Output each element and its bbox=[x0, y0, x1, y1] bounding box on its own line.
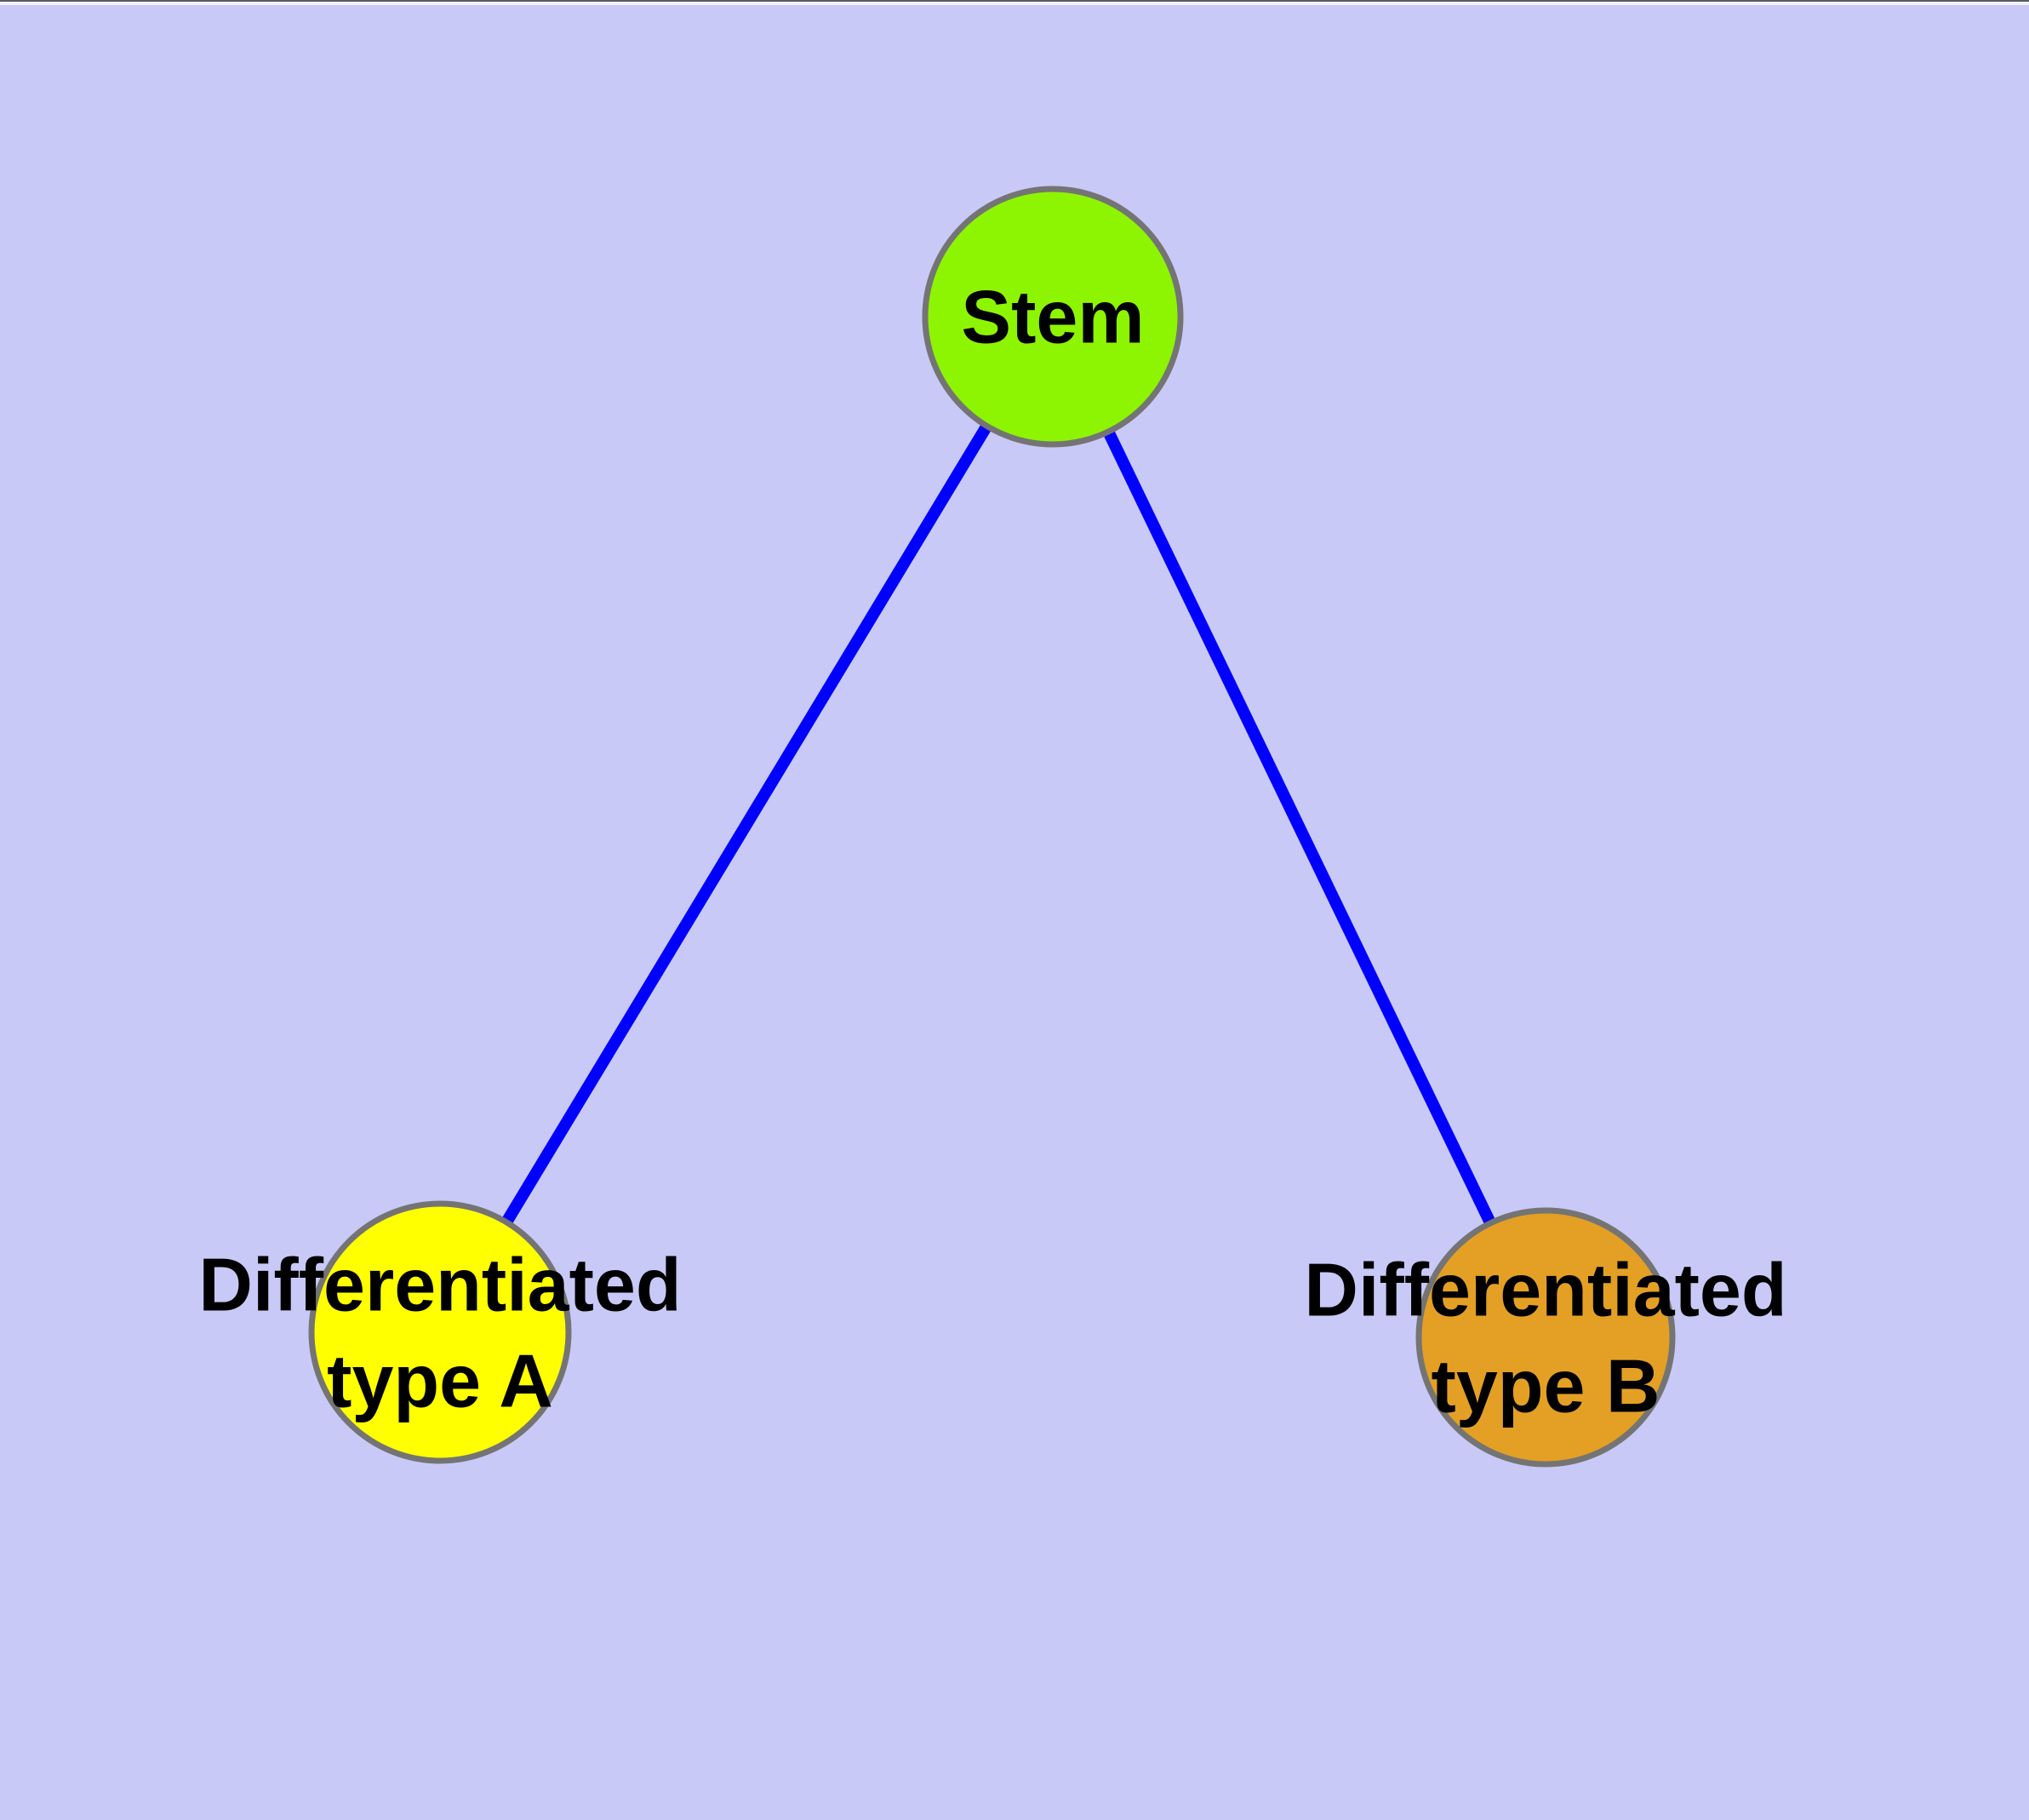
edge-stem-to-type-a bbox=[435, 313, 1058, 1336]
node-differentiated-type-a bbox=[308, 1200, 572, 1464]
node-type-a-label-line2: type A bbox=[327, 1339, 553, 1423]
top-edge-highlight bbox=[0, 2, 2029, 5]
node-type-b-label-line2: type B bbox=[1432, 1344, 1660, 1428]
node-stem-label: Stem bbox=[961, 275, 1144, 359]
top-edge-line bbox=[0, 0, 2029, 2]
node-type-a-label-line1: Differentiated bbox=[198, 1243, 681, 1327]
node-stem bbox=[922, 186, 1184, 448]
edge-stem-to-type-b bbox=[1047, 313, 1552, 1341]
node-type-b-label-line1: Differentiated bbox=[1304, 1248, 1786, 1332]
node-differentiated-type-b bbox=[1415, 1207, 1676, 1468]
